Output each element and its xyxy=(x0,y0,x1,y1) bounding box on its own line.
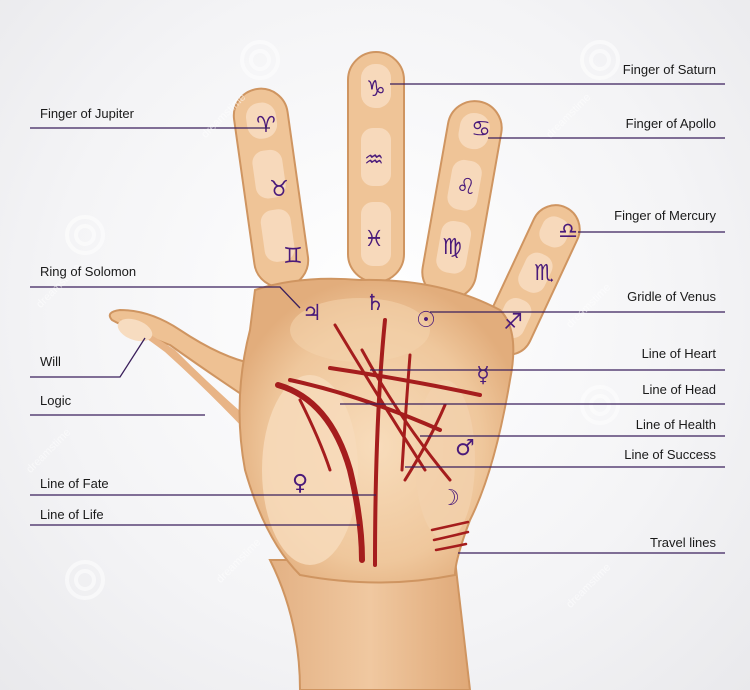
wrist xyxy=(268,559,472,690)
label-logic: Logic xyxy=(40,393,72,408)
saturn-symbol: ♄ xyxy=(365,291,385,316)
aquarius-symbol: ♒ xyxy=(364,148,384,173)
virgo-symbol: ♍ xyxy=(442,235,462,260)
leo-symbol: ♌ xyxy=(456,175,476,200)
palm-lines xyxy=(275,318,482,567)
line-of-success xyxy=(400,353,412,472)
pisces-symbol: ♓ xyxy=(364,227,384,252)
gridle-of-venus xyxy=(333,323,427,472)
label-will: Will xyxy=(40,354,61,369)
label-finger-of-jupiter: Finger of Jupiter xyxy=(40,106,134,121)
scorpio-symbol: ♏ xyxy=(534,261,554,286)
moon-symbol: ☽ xyxy=(440,486,460,511)
leader-lines xyxy=(30,83,725,554)
jupiter-symbol: ♃ xyxy=(302,301,322,326)
sagittarius-symbol: ♐ xyxy=(503,310,523,335)
libra-symbol: ♎ xyxy=(558,219,578,244)
gemini-symbol: ♊ xyxy=(283,244,303,269)
line-of-life xyxy=(275,382,365,563)
label-line-of-life: Line of Life xyxy=(40,507,104,522)
aries-symbol: ♈ xyxy=(256,113,276,138)
mercury-symbol: ☿ xyxy=(476,363,490,388)
label-travel-lines: Travel lines xyxy=(650,535,716,550)
label-line-of-heart: Line of Heart xyxy=(641,346,716,361)
label-line-of-health: Line of Health xyxy=(635,417,716,432)
label-ring-of-solomon: Ring of Solomon xyxy=(40,264,137,279)
label-line-of-success: Line of Success xyxy=(624,447,716,462)
travel-lines xyxy=(430,520,470,552)
capricorn-symbol: ♑ xyxy=(366,77,386,102)
label-finger-of-apollo: Finger of Apollo xyxy=(625,116,716,131)
mars-symbol: ♂ xyxy=(455,436,475,461)
line-of-health xyxy=(403,403,447,482)
label-finger-of-saturn: Finger of Saturn xyxy=(622,62,716,77)
cancer-symbol: ♋ xyxy=(471,117,491,142)
label-finger-of-mercury: Finger of Mercury xyxy=(614,208,716,223)
label-gridle-of-venus: Gridle of Venus xyxy=(627,289,716,304)
taurus-symbol: ♉ xyxy=(269,177,289,202)
sun-symbol: ☉ xyxy=(416,308,436,333)
venus-symbol: ♀ xyxy=(292,471,308,496)
label-line-of-fate: Line of Fate xyxy=(40,476,109,491)
line-of-head xyxy=(288,378,442,432)
line-of-fate xyxy=(373,318,387,567)
label-line-of-head: Line of Head xyxy=(642,382,716,397)
